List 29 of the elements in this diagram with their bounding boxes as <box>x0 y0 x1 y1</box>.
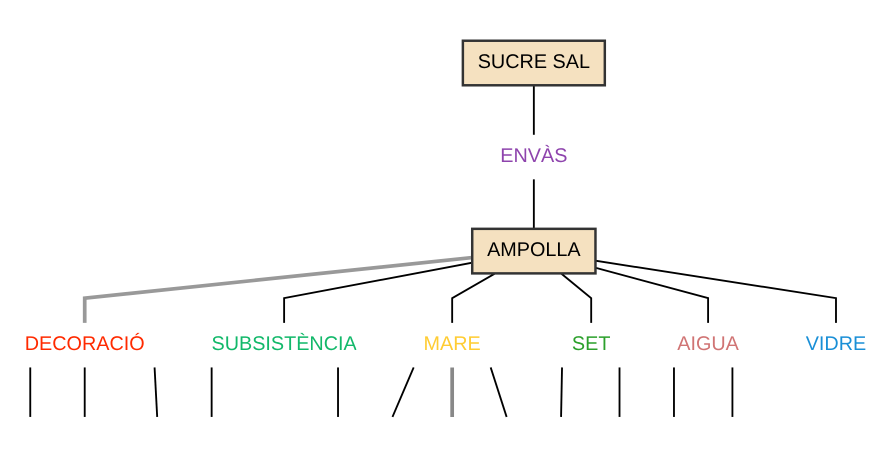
branch-label: MARE <box>424 334 481 356</box>
connector-line <box>532 85 535 135</box>
concept-box: SUCRE SAL <box>462 40 606 87</box>
connector-line <box>560 367 563 417</box>
connector-line <box>84 367 86 417</box>
connector-line <box>392 367 415 418</box>
connector-line <box>490 367 508 418</box>
connector-line <box>82 256 472 323</box>
connector-line <box>618 367 620 417</box>
branch-label: DECORACIÓ <box>24 334 145 356</box>
connector-line <box>560 272 592 323</box>
branch-label: SET <box>572 334 610 356</box>
connector-line <box>283 262 472 323</box>
branch-label: ENVÀS <box>500 146 568 167</box>
connector-line <box>154 367 158 417</box>
branch-label: VIDRE <box>806 334 866 356</box>
connector-line <box>29 367 32 417</box>
connector-line <box>337 367 339 417</box>
connector-line <box>595 260 837 323</box>
connector-line <box>450 367 454 417</box>
branch-label: SUBSISTÈNCIA <box>212 334 357 356</box>
connector-line <box>210 367 213 417</box>
connector-line <box>451 272 496 323</box>
connector-line <box>532 179 535 229</box>
connector-line <box>732 367 734 417</box>
branch-label: AIGUA <box>677 334 739 356</box>
concept-box: AMPOLLA <box>470 228 597 275</box>
connector-line <box>673 367 675 417</box>
connector-line <box>595 266 710 323</box>
